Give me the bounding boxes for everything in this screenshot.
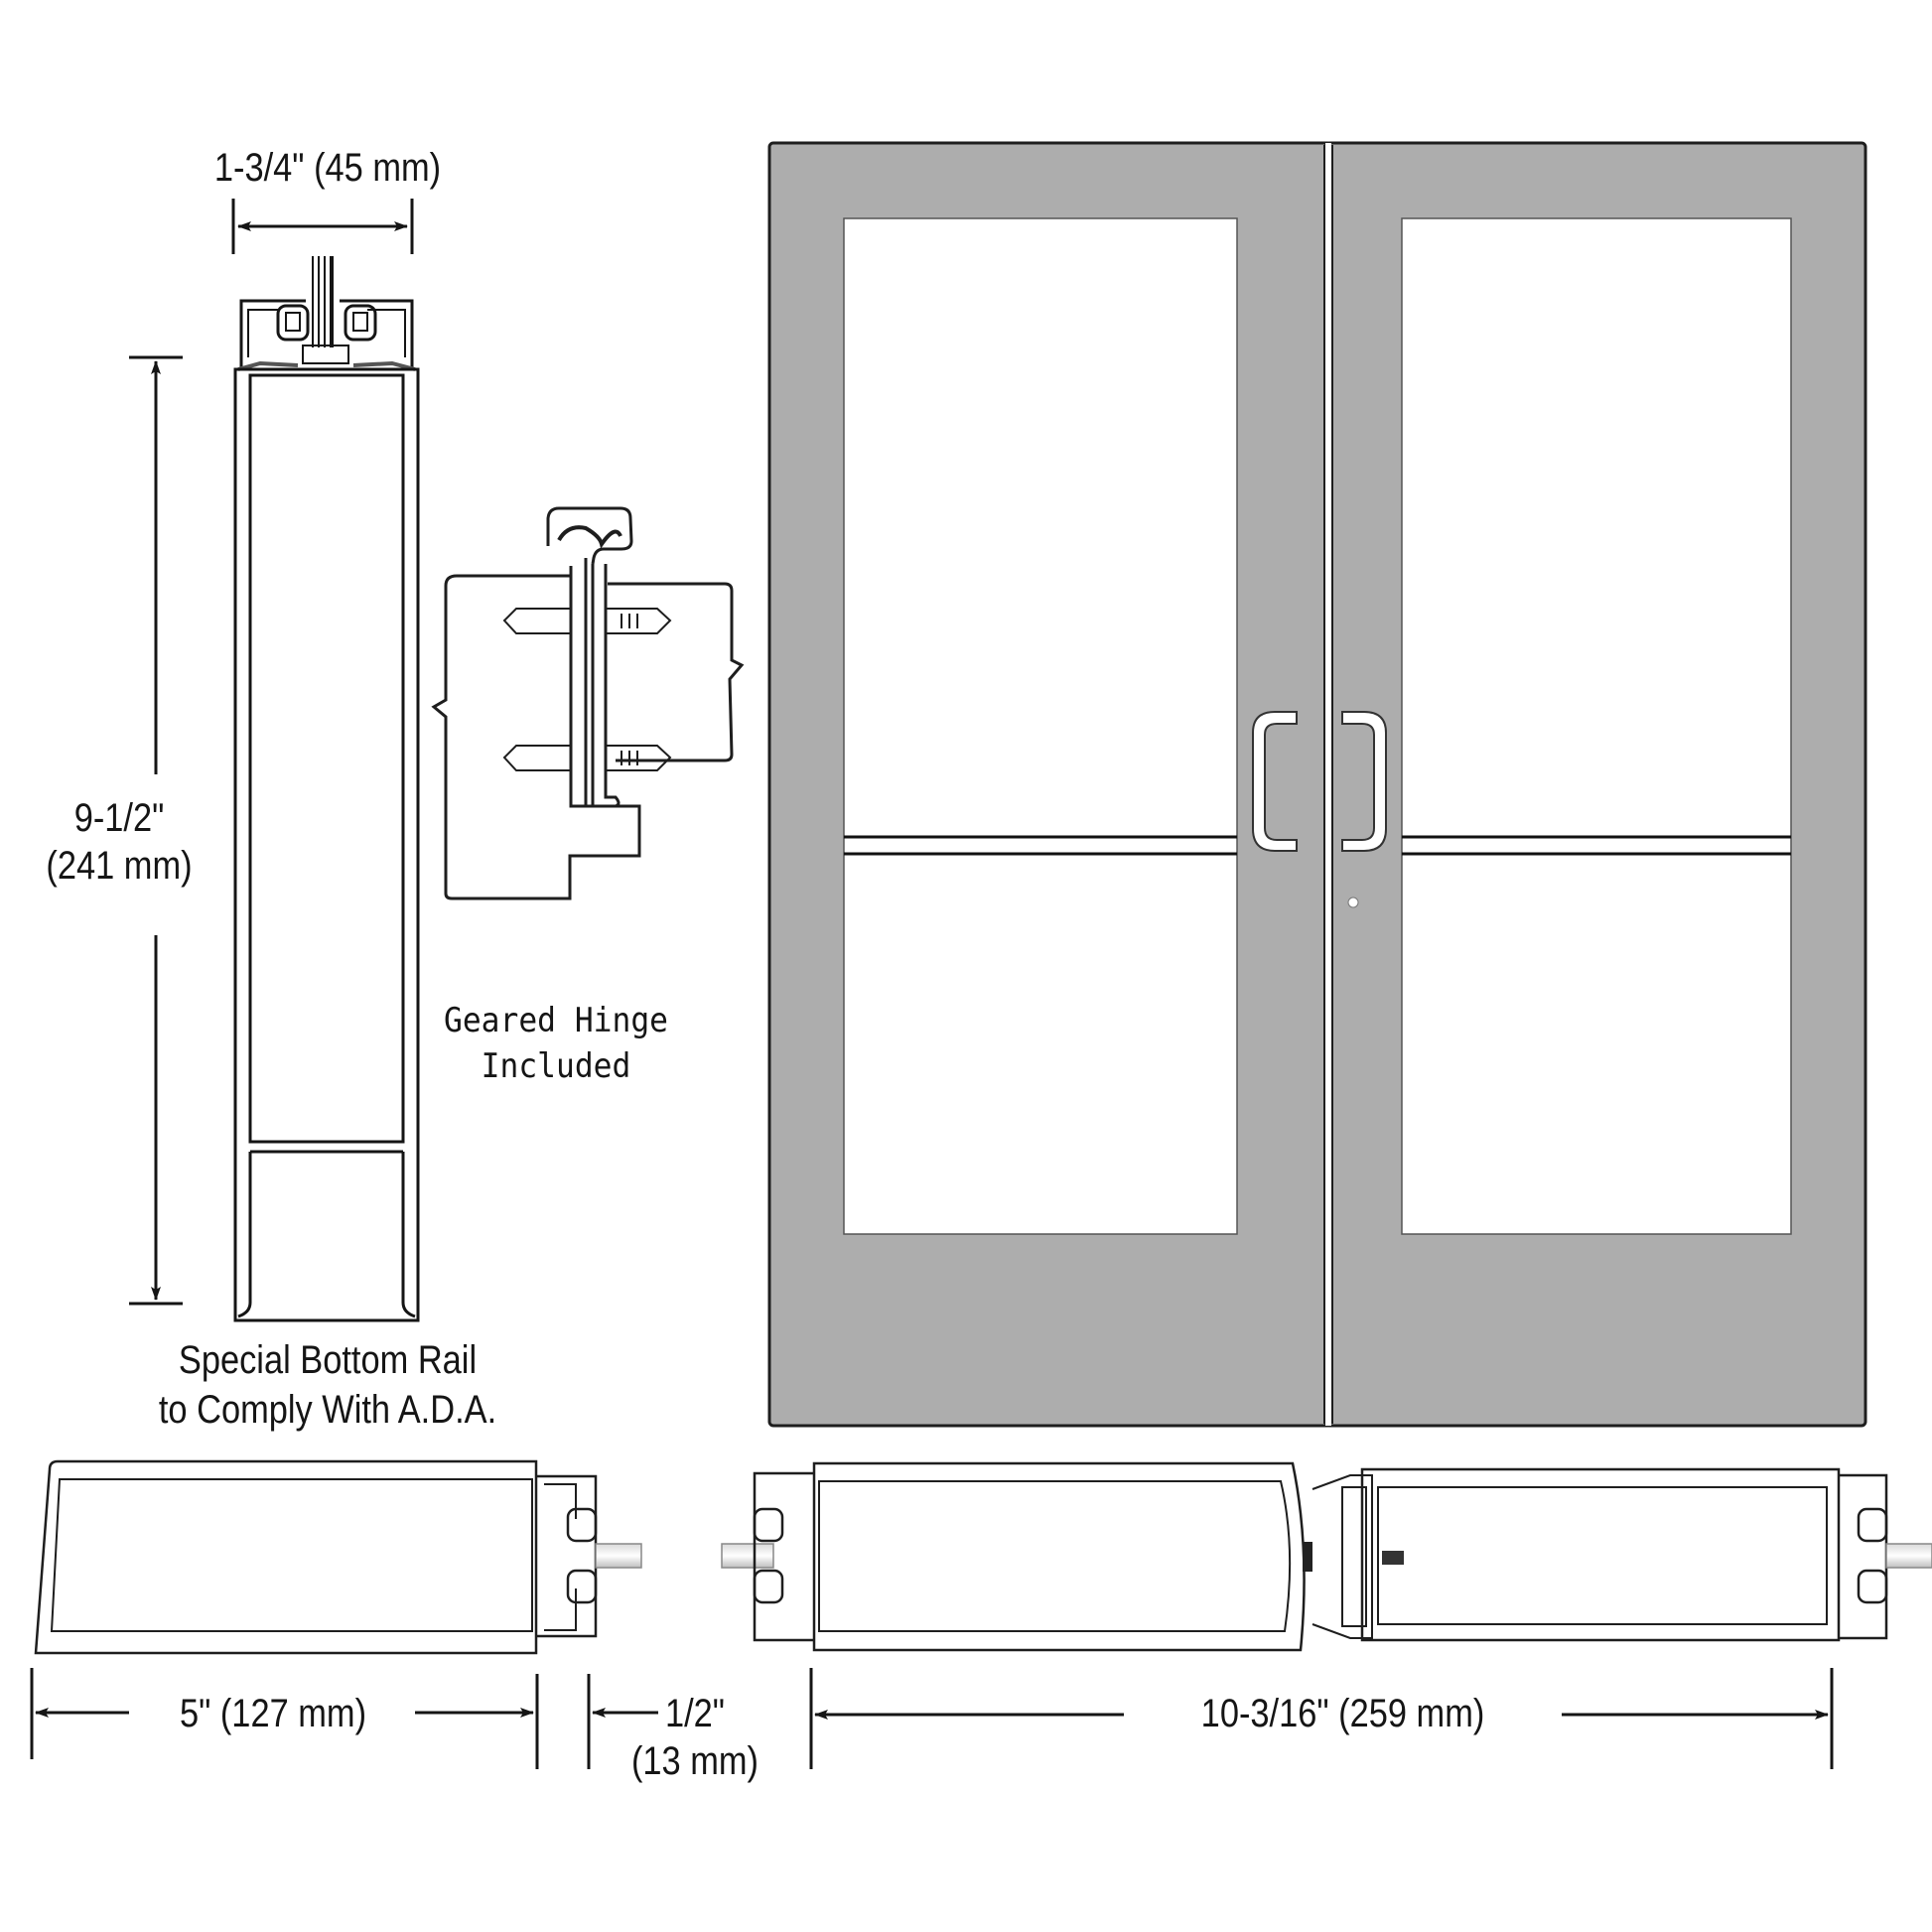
hinge-caption-line1: Geared Hinge: [443, 1001, 668, 1040]
pair-width-dimension-label: 10-3/16" (259 mm): [1200, 1692, 1485, 1735]
gap-dimension-inches: 1/2": [664, 1692, 726, 1735]
left-pull-handle-icon[interactable]: [1252, 711, 1298, 852]
right-door-leaf: [1323, 141, 1867, 1428]
bottom-rail-caption-line1: Special Bottom Rail: [178, 1338, 478, 1382]
plan-section-left: [34, 1459, 642, 1655]
gap-dimension-label: 1/2" (13 mm): [619, 1690, 772, 1785]
glass-pane: [1401, 217, 1792, 1235]
left-door-leaf: [767, 141, 1333, 1428]
plan-section-pair: [721, 1461, 1932, 1652]
bottom-rail-caption: Special Bottom Rail to Comply With A.D.A…: [148, 1335, 506, 1435]
geared-hinge-detail: [431, 506, 745, 900]
rail-height-mm: (241 mm): [46, 844, 193, 888]
glass-pane: [843, 217, 1238, 1235]
bottom-rail-caption-line2: to Comply With A.D.A.: [158, 1388, 497, 1432]
door-elevation: [767, 141, 1867, 1428]
bottom-dimensions: [30, 1668, 1834, 1769]
rail-width-dimension-label: 1-3/4" (45 mm): [213, 146, 442, 190]
stile-width-dimension-label: 5" (127 mm): [179, 1692, 367, 1735]
rail-height-inches: 9-1/2": [73, 796, 165, 840]
hinge-caption: Geared Hinge Included: [428, 998, 684, 1089]
gap-dimension-mm: (13 mm): [630, 1739, 759, 1783]
rail-height-dimension-label: 9-1/2" (241 mm): [34, 794, 205, 890]
hinge-caption-line2: Included: [481, 1046, 631, 1086]
right-pull-handle-icon[interactable]: [1341, 711, 1387, 852]
rail-section-drawing: [129, 199, 420, 1322]
lock-cylinder-icon: [1347, 897, 1359, 908]
